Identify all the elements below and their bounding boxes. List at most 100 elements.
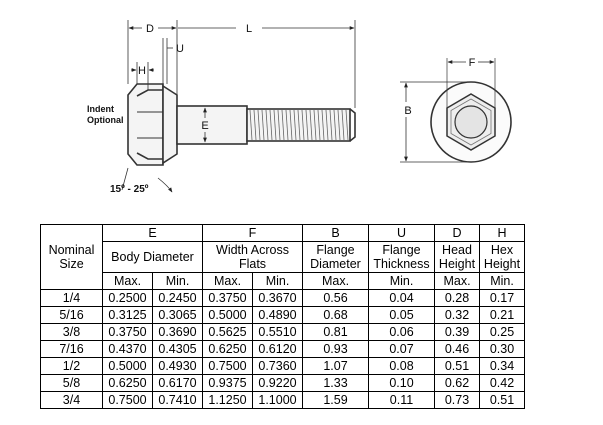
- limit-cell: Max.: [202, 272, 253, 290]
- table-cell: 0.6250: [102, 374, 153, 392]
- table-cell: 0.10: [368, 374, 435, 392]
- thread-line: [297, 109, 301, 141]
- thread-line: [317, 109, 321, 141]
- subheader-flange-diameter: Flange Diameter: [302, 241, 369, 273]
- thread-line: [285, 109, 289, 141]
- table-cell: 0.4370: [102, 340, 153, 358]
- nominal-size-cell: 3/4: [40, 391, 103, 409]
- thread-line: [257, 109, 261, 141]
- table-cell: 0.7500: [102, 391, 153, 409]
- table-cell: 0.4305: [152, 340, 203, 358]
- thread-line: [289, 109, 293, 141]
- nominal-size-cell: 7/16: [40, 340, 103, 358]
- table-cell: 0.51: [479, 391, 525, 409]
- table-cell: 0.46: [434, 340, 480, 358]
- table-cell: 0.7360: [252, 357, 303, 375]
- bolt-technical-drawing: D L U H E Indent Optional 15º - 25º B F: [87, 20, 512, 195]
- header-e: E: [102, 224, 203, 242]
- limit-cell: Min.: [252, 272, 303, 290]
- dim-label-u: U: [176, 43, 184, 55]
- table-cell: 1.1250: [202, 391, 253, 409]
- thread-line: [253, 109, 257, 141]
- header-u: U: [368, 224, 435, 242]
- table-cell: 0.25: [479, 323, 525, 341]
- header-f: F: [202, 224, 303, 242]
- dim-label-d: D: [146, 23, 154, 35]
- thread-line: [321, 109, 325, 141]
- table-cell: 0.4930: [152, 357, 203, 375]
- table-cell: 0.93: [302, 340, 369, 358]
- thread-line: [249, 109, 253, 141]
- table-cell: 0.39: [434, 323, 480, 341]
- table-cell: 0.6170: [152, 374, 203, 392]
- table-cell: 0.5000: [202, 306, 253, 324]
- table-cell: 0.81: [302, 323, 369, 341]
- table-cell: 0.5625: [202, 323, 253, 341]
- table-cell: 0.62: [434, 374, 480, 392]
- thread-line: [305, 109, 309, 141]
- table-cell: 0.2500: [102, 289, 153, 307]
- indent-note-line2: Optional: [87, 115, 124, 125]
- flange-bolt-dimensions-table: Nominal Size E F B U D H Body Diameter W…: [40, 224, 525, 409]
- thread-line: [269, 109, 273, 141]
- header-nominal-size: Nominal Size: [40, 224, 103, 290]
- table-cell: 0.04: [368, 289, 435, 307]
- table-cell: 0.28: [434, 289, 480, 307]
- table-cell: 1.07: [302, 357, 369, 375]
- thread-line: [273, 109, 277, 141]
- indent-note-line1: Indent: [87, 104, 114, 114]
- thread-line: [341, 109, 345, 141]
- table-cell: 0.42: [479, 374, 525, 392]
- table-cell: 0.06: [368, 323, 435, 341]
- dim-label-b: B: [404, 105, 411, 117]
- table-cell: 1.33: [302, 374, 369, 392]
- table-cell: 0.5000: [102, 357, 153, 375]
- table-cell: 0.9375: [202, 374, 253, 392]
- limit-cell: Max.: [102, 272, 153, 290]
- limit-cell: Max.: [302, 272, 369, 290]
- table-cell: 0.21: [479, 306, 525, 324]
- dim-label-e: E: [201, 120, 208, 132]
- thread-line: [281, 109, 285, 141]
- table-cell: 0.3750: [102, 323, 153, 341]
- nominal-size-cell: 5/16: [40, 306, 103, 324]
- table-cell: 0.3690: [152, 323, 203, 341]
- dim-label-l: L: [246, 23, 252, 35]
- table-cell: 0.73: [434, 391, 480, 409]
- table-cell: 0.05: [368, 306, 435, 324]
- table-limits-row: Max. Min. Max. Min. Max. Min. Max. Min.: [41, 272, 525, 290]
- table-cell: 0.2450: [152, 289, 203, 307]
- subheader-width-across-flats: Width Across Flats: [202, 241, 303, 273]
- thread-line: [265, 109, 269, 141]
- limit-cell: Min.: [479, 272, 525, 290]
- table-cell: 0.6120: [252, 340, 303, 358]
- table-cell: 0.3125: [102, 306, 153, 324]
- table-cell: 0.3065: [152, 306, 203, 324]
- table-cell: 0.51: [434, 357, 480, 375]
- table-cell: 0.56: [302, 289, 369, 307]
- dim-label-h: H: [138, 65, 146, 77]
- thread-line: [329, 109, 333, 141]
- table-cell: 0.34: [479, 357, 525, 375]
- thread-line: [333, 109, 337, 141]
- dim-label-f: F: [469, 57, 476, 69]
- table-cell: 0.30: [479, 340, 525, 358]
- table-cell: 0.6250: [202, 340, 253, 358]
- thread-line: [337, 109, 341, 141]
- thread-line: [293, 109, 297, 141]
- angle-note: 15º - 25º: [110, 184, 149, 195]
- table-cell: 0.68: [302, 306, 369, 324]
- subheader-body-diameter: Body Diameter: [102, 241, 203, 273]
- table-cell: 0.9220: [252, 374, 303, 392]
- thread-line: [325, 109, 329, 141]
- bolt-end-view: [430, 81, 512, 163]
- table-subheader-row: Body Diameter Width Across Flats Flange …: [41, 241, 525, 273]
- nominal-size-cell: 3/8: [40, 323, 103, 341]
- header-d: D: [434, 224, 480, 242]
